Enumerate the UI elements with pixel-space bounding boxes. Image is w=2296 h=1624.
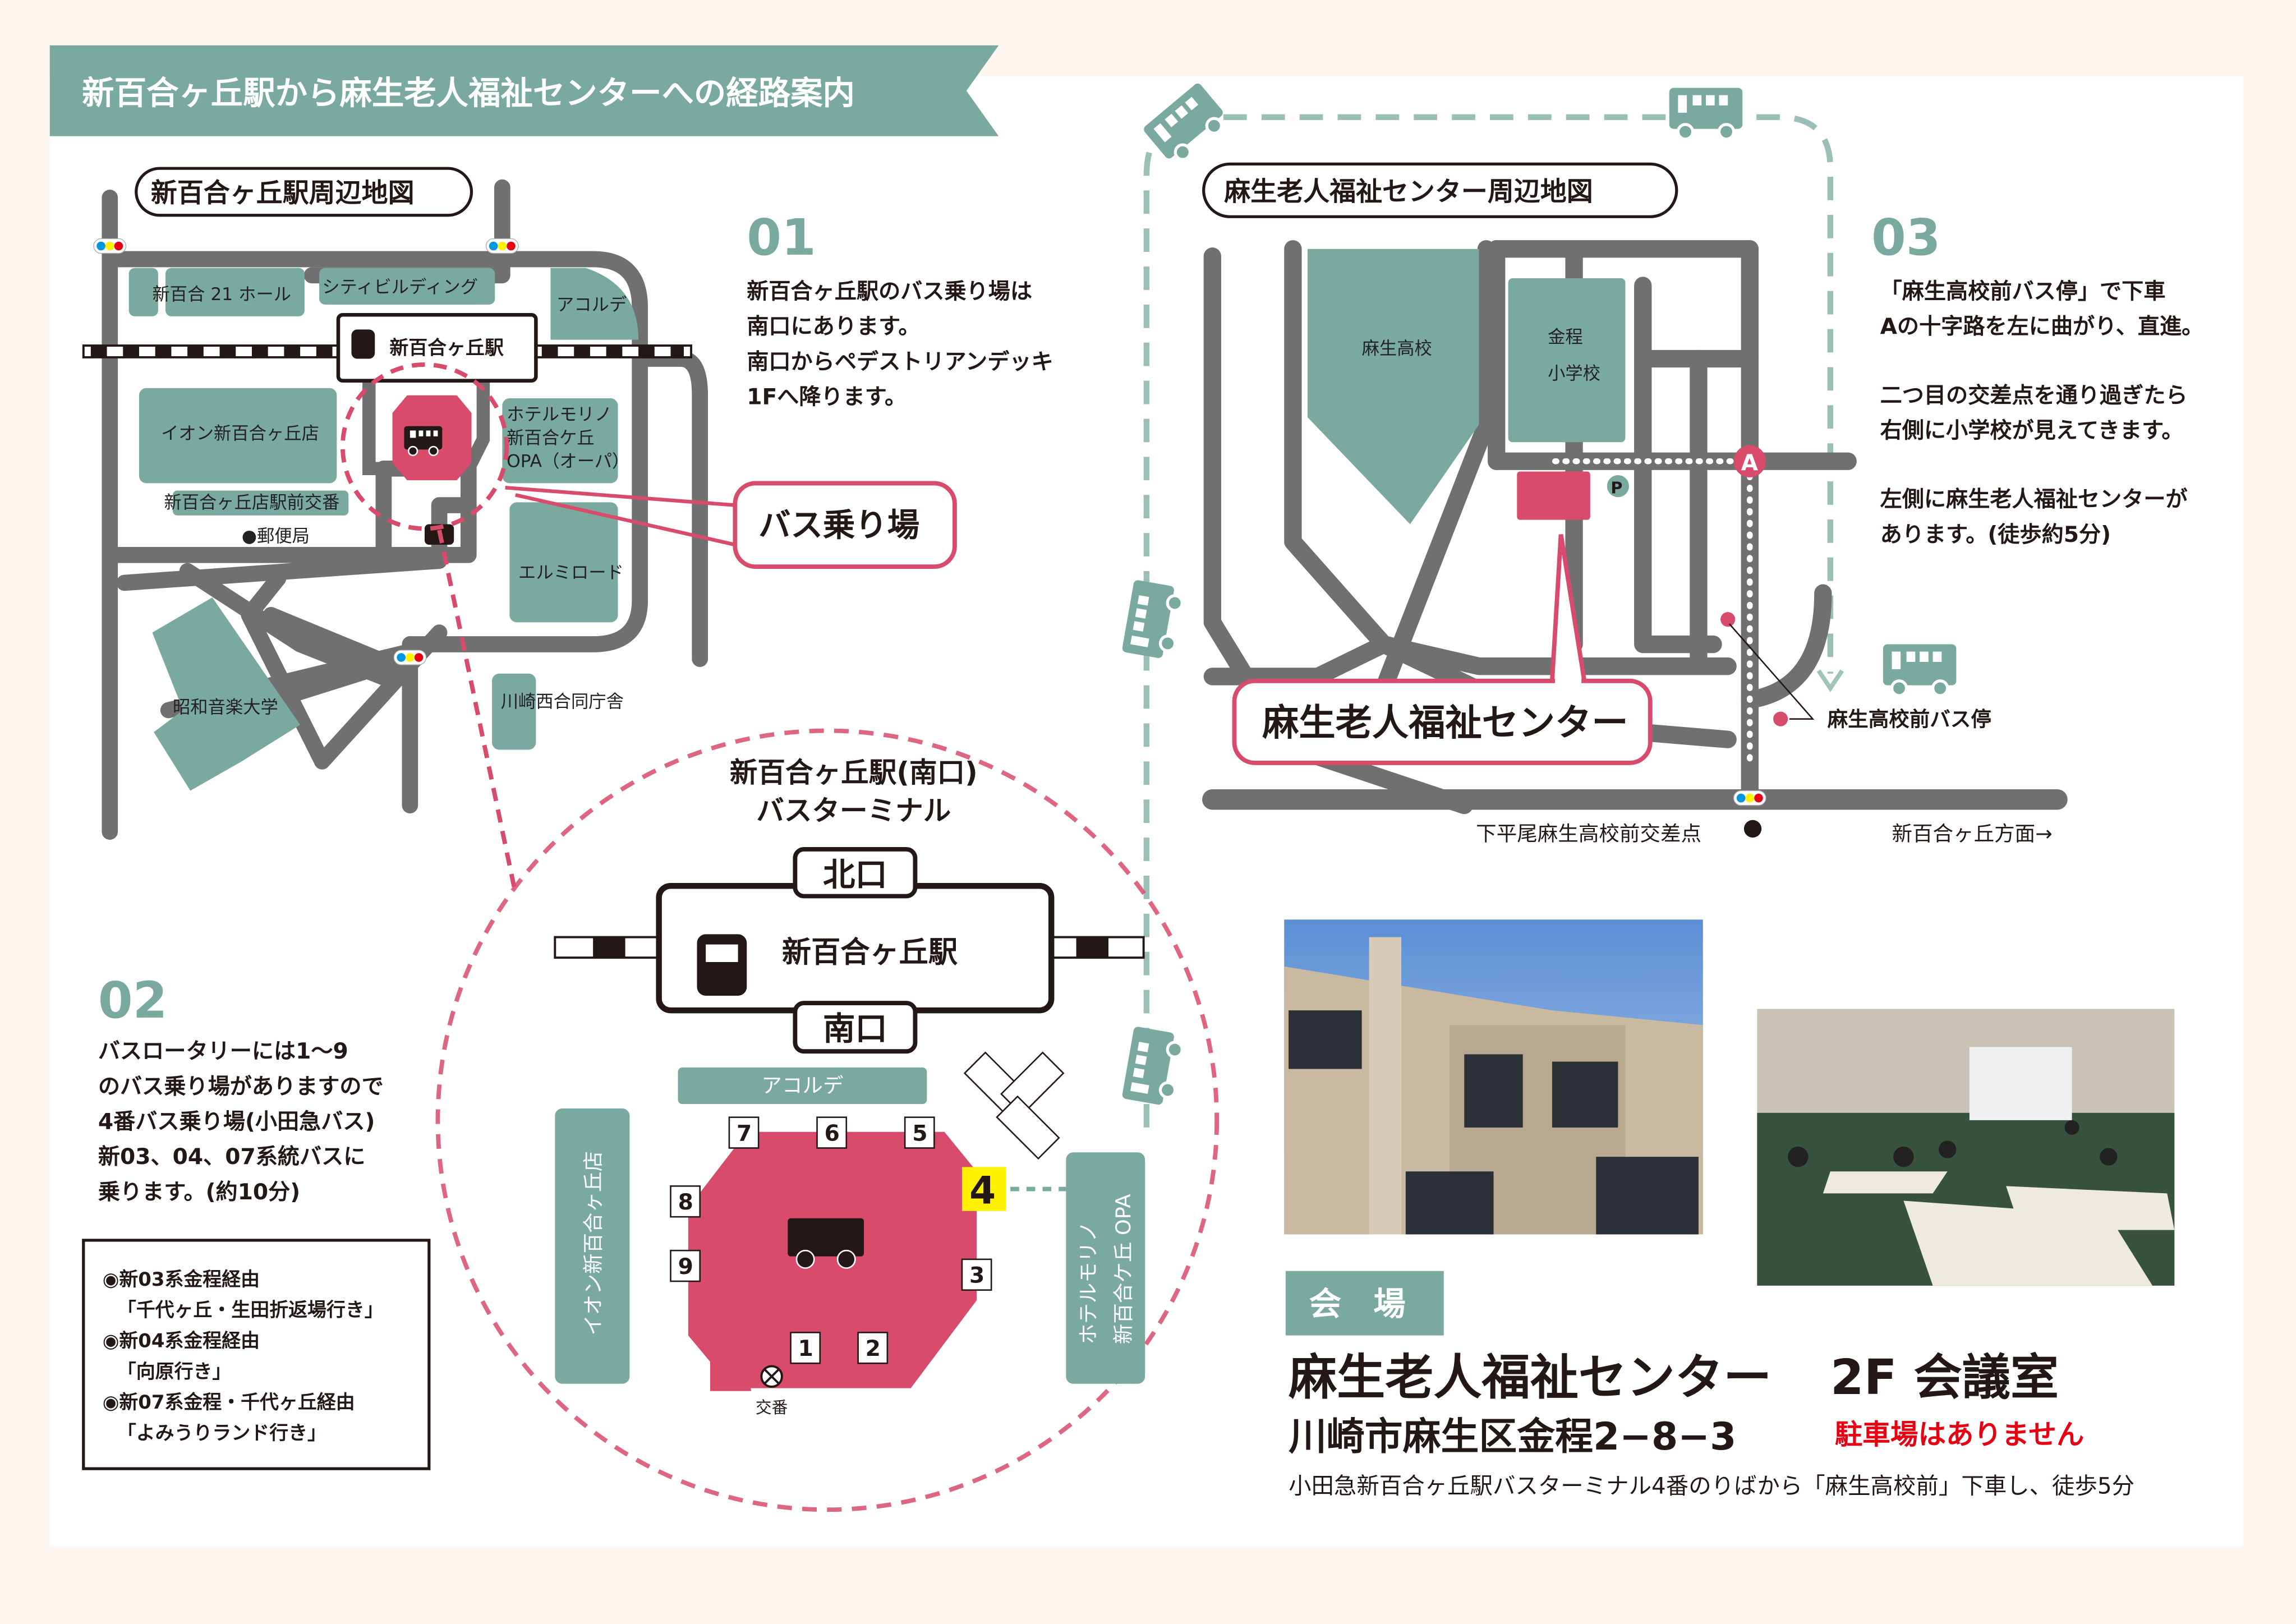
terminal-title: 新百合ヶ丘駅(南口) bbox=[730, 756, 978, 789]
step02-number: 02 bbox=[98, 972, 168, 1029]
bus-icon bbox=[788, 1218, 864, 1257]
stop-5: 5 bbox=[912, 1121, 927, 1146]
stop-9: 9 bbox=[678, 1254, 693, 1280]
meeting-room-photo bbox=[1757, 1009, 2175, 1286]
left-area-map: 新百合ヶ丘駅 新百合ヶ丘駅周辺地図 新百合 21 ホール シティビルディング ア… bbox=[82, 167, 957, 894]
header-banner bbox=[49, 45, 999, 136]
label-hotel2: 新百合ケ丘 bbox=[507, 428, 595, 448]
venue-tag-label: 会 場 bbox=[1309, 1285, 1406, 1323]
route-item: ◉新07系金程・千代ヶ丘経由 bbox=[103, 1391, 355, 1414]
step03-text: 二つ目の交差点を通り過ぎたら bbox=[1880, 383, 2188, 408]
train-icon bbox=[697, 934, 747, 996]
route-item: ◉新04系金程経由 bbox=[103, 1329, 260, 1352]
step02-text: 新03、04、07系統バスに bbox=[98, 1144, 366, 1170]
bus-terminal-diagram: 新百合ヶ丘駅(南口) バスターミナル 北口 南口 新百合ヶ丘駅 アコルデ イオン… bbox=[435, 728, 1220, 1512]
step02-text: 4番バス乗り場(小田急バス) bbox=[98, 1110, 375, 1135]
label-elementary2: 小学校 bbox=[1548, 364, 1600, 384]
step02-text: 乗ります。(約10分) bbox=[98, 1180, 300, 1205]
center-building bbox=[1517, 471, 1590, 520]
venue-room: 2F 会議室 bbox=[1830, 1350, 2059, 1406]
south-exit: 南口 bbox=[823, 1010, 887, 1047]
venue-tag bbox=[1285, 1271, 1444, 1336]
center-callout: 麻生老人福祉センター bbox=[1262, 701, 1628, 744]
label-post-office: ●郵便局 bbox=[242, 526, 310, 546]
station-label: 新百合ヶ丘駅 bbox=[389, 338, 504, 360]
step03-text: あります。(徒歩約5分) bbox=[1880, 522, 2111, 548]
label-acorde: アコルデ bbox=[556, 295, 627, 315]
step03-text: 「麻生高校前バス停」で下車 bbox=[1880, 279, 2166, 305]
parking-icon: P bbox=[1611, 479, 1622, 498]
terminal-subtitle: バスターミナル bbox=[756, 794, 951, 827]
stop-4-highlighted: 4 bbox=[969, 1169, 996, 1213]
label-aeon: イオン新百合ヶ丘店 bbox=[161, 424, 319, 444]
page-title: 新百合ヶ丘駅から麻生老人福祉センターへの経路案内 bbox=[82, 74, 855, 112]
venue-address: 川崎市麻生区金程2−8−3 bbox=[1289, 1415, 1736, 1459]
stop-3: 3 bbox=[969, 1263, 984, 1289]
right-map-title: 麻生老人福祉センター周辺地図 bbox=[1224, 177, 1593, 208]
label-city-building: シティビルディング bbox=[322, 277, 478, 297]
venue-name: 麻生老人福祉センター bbox=[1289, 1350, 1772, 1406]
step03-text: 左側に麻生老人福祉センターが bbox=[1880, 487, 2188, 512]
stop-2: 2 bbox=[866, 1336, 881, 1361]
step01-text: 南口からペデストリアンデッキ bbox=[747, 349, 1053, 375]
step01-text: 南口にあります。 bbox=[747, 314, 920, 339]
label-intersection: 下平尾麻生高校前交差点 bbox=[1476, 821, 1701, 845]
left-map-title: 新百合ヶ丘駅周辺地図 bbox=[151, 178, 415, 209]
parking-notice: 駐車場はありません bbox=[1835, 1418, 2085, 1451]
right-area-map: P A 麻生老人福祉センター周辺地図 麻生高校 金程 小学校 麻生老人福祉センタ… bbox=[1202, 162, 2068, 845]
label-kawasaki: 川崎西合同庁舎 bbox=[501, 692, 624, 712]
stop-8: 8 bbox=[678, 1190, 693, 1215]
step03-text: 右側に小学校が見えてきます。 bbox=[1880, 418, 2184, 443]
label-opa: OPA（オーパ） bbox=[507, 452, 629, 472]
label-hall: 新百合 21 ホール bbox=[152, 284, 291, 305]
route-item: 「よみうりランド行き」 bbox=[117, 1423, 326, 1444]
label-high-school: 麻生高校 bbox=[1362, 339, 1432, 359]
access-directions: 小田急新百合ヶ丘駅バスターミナル4番のりばから「麻生高校前」下車し、徒歩5分 bbox=[1289, 1473, 2134, 1499]
step03-number: 03 bbox=[1871, 209, 1941, 266]
label-hotel: ホテルモリノ bbox=[507, 404, 612, 425]
route-item: 「千代ヶ丘・生田折返場行き」 bbox=[117, 1300, 384, 1322]
label-showa: 昭和音楽大学 bbox=[173, 697, 278, 717]
bus-stop-callout: バス乗り場 bbox=[758, 506, 919, 544]
route-item: ◉新03系金程経由 bbox=[103, 1268, 260, 1291]
crossroad-a-marker: A bbox=[1741, 450, 1759, 476]
label-elementary: 金程 bbox=[1548, 327, 1583, 347]
step03-text: Aの十字路を左に曲がり、直進。 bbox=[1880, 314, 2204, 339]
label-koban: 新百合ヶ丘店駅前交番 bbox=[164, 493, 339, 513]
building-photo bbox=[1284, 919, 1703, 1235]
terminal-station-name: 新百合ヶ丘駅 bbox=[782, 936, 958, 969]
terminal-hotel: ホテルモリノ bbox=[1076, 1221, 1101, 1344]
label-koban: 交番 bbox=[756, 1398, 788, 1417]
step01-number: 01 bbox=[747, 209, 816, 266]
north-exit: 北口 bbox=[823, 856, 887, 894]
bus-routes-box bbox=[82, 1239, 431, 1470]
label-elmiro: エルミロード bbox=[518, 563, 624, 583]
train-icon bbox=[351, 329, 375, 359]
step01-text: 新百合ヶ丘駅のバス乗り場は bbox=[747, 279, 1032, 305]
terminal-aeon: イオン新百合ヶ丘店 bbox=[581, 1151, 605, 1336]
step02-text: バスロータリーには1～9 bbox=[98, 1039, 348, 1064]
terminal-acorde: アコルデ bbox=[761, 1073, 843, 1097]
stop-1: 1 bbox=[798, 1336, 813, 1361]
label-direction: 新百合ヶ丘方面→ bbox=[1892, 821, 2053, 845]
step01-text: 1Fへ降ります。 bbox=[747, 384, 907, 410]
stop-7: 7 bbox=[737, 1121, 752, 1146]
terminal-opa: 新百合ケ丘 OPA bbox=[1111, 1194, 1135, 1345]
step02-text: のバス乗り場がありますので bbox=[98, 1074, 384, 1099]
route-item: 「向原行き」 bbox=[117, 1361, 232, 1383]
stop-6: 6 bbox=[825, 1121, 840, 1146]
label-bus-stop: 麻生高校前バス停 bbox=[1828, 707, 1991, 732]
